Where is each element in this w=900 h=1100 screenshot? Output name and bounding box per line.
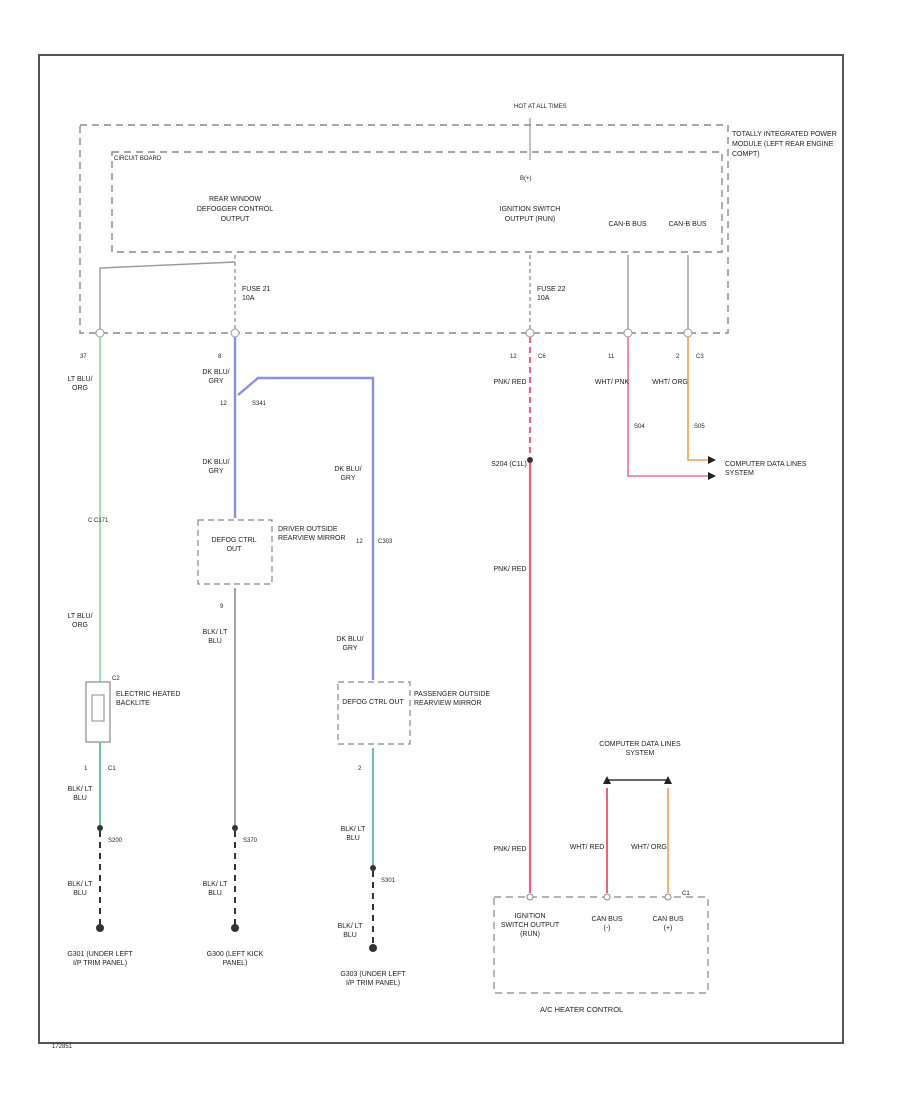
ground-g301-label: G301 (UNDER LEFT I/P TRIM PANEL) [67,951,132,967]
wire-label-lt-blu-org-1: LT BLU/ ORG [67,376,92,392]
splice-s204-label: S204 (C1L) [491,461,527,468]
pin-8: 8 [218,354,222,360]
ground-g303-icon [369,944,377,952]
passenger-mirror-label: PASSENGER OUTSIDE REARVIEW MIRROR [414,691,490,707]
ign-output-label: IGNITION SWITCH OUTPUT (RUN) [500,206,561,223]
wire-label-blk-lt-blu-5: BLK/ LT BLU [341,826,366,842]
wire-label-blk-lt-blu-1: BLK/ LT BLU [68,786,93,802]
splice-s301 [370,865,376,871]
wire-label-blk-lt-blu-3: BLK/ LT BLU [203,629,228,645]
arrow-icon [708,456,716,464]
connector-c171: C C171 [88,518,109,524]
wire-wht-org [687,337,708,461]
ground-g303-label: G303 (UNDER LEFT I/P TRIM PANEL) [340,971,405,987]
backlite-pin-top: C2 [112,676,120,682]
splice-s301-label: S301 [381,878,396,884]
splice-s04: S04 [634,424,645,430]
tipm-box [79,124,729,334]
diagram-frame [38,54,844,1044]
arrow-icon [664,776,672,784]
backlite-box [85,681,111,743]
wire-label-lt-blu-org-2: LT BLU/ ORG [67,613,92,629]
driver-mirror-box [197,519,273,585]
tipm-name: TOTALLY INTEGRATED POWER MODULE (LEFT RE… [732,131,837,158]
pin-2: 2 [676,354,680,360]
driver-pin: 9 [220,604,224,610]
footer-code: 172851 [52,1044,73,1050]
wire-label-blk-lt-blu-2: BLK/ LT BLU [68,881,93,897]
ground-g300-label: G300 (LEFT KICK PANEL) [207,951,264,967]
c303-pin: 12 [356,539,363,545]
splice-s370 [232,825,238,831]
fuse-21-label: FUSE 21 10A [242,286,270,302]
pin-12: 12 [510,354,517,360]
wire-label-wht-org: WHT/ ORG [652,379,688,386]
backlite-label: ELECTRIC HEATED BACKLITE [116,691,180,707]
wire-label-pnk-red-2: PNK/ RED [493,566,526,573]
splice-s200 [97,825,103,831]
ac-conn: C1 [682,891,690,897]
passenger-pin: 2 [358,766,362,772]
arrow-icon [603,776,611,784]
passenger-defog-label: DEFOG CTRL OUT [342,699,404,706]
fuse-22-label: FUSE 22 10A [537,286,565,302]
wire-label-dk-blu-gry-4: DK BLU/ GRY [336,636,363,652]
splice-s05: S05 [694,424,705,430]
conn-c6: C6 [538,354,546,360]
wire-label-blk-lt-blu-6: BLK/ LT BLU [338,923,363,939]
wire-label-dk-blu-gry-3: DK BLU/ GRY [334,466,361,482]
wire-label-dk-blu-gry-2: DK BLU/ GRY [202,459,229,475]
ac-heater-label: A/C HEATER CONTROL [540,1005,623,1014]
circuit-board-label: CIRCUIT BOARD [114,156,162,162]
ground-g300-icon [231,924,239,932]
ground-g301-icon [96,924,104,932]
s341-label: S341 [252,401,267,407]
can-bus-1-label: CAN-B BUS [608,221,646,228]
c303-label: C303 [378,539,393,545]
backlite-pin-1: 1 [84,766,88,772]
wire-dk-blu-gry-passenger [237,376,375,680]
s341-pin: 12 [220,401,227,407]
wire-label-pnk-red-3: PNK/ RED [493,846,526,853]
passenger-mirror-box [337,681,411,745]
hot-label: HOT AT ALL TIMES [514,104,567,110]
rear-defog-output-label: REAR WINDOW DEFOGGER CONTROL OUTPUT [197,196,273,223]
splice-s204 [527,457,533,463]
computer-data-lines-label-1: COMPUTER DATA LINES SYSTEM [725,461,806,477]
pin-37: 37 [80,354,87,360]
ac-ign-label: IGNITION SWITCH OUTPUT (RUN) [501,913,559,938]
backlite-pin-bot: C1 [108,766,116,772]
pin-11: 11 [608,354,615,360]
splice-s370-label: S370 [243,838,258,844]
conn-c3: C3 [696,354,704,360]
driver-mirror-label: DRIVER OUTSIDE REARVIEW MIRROR [278,526,346,542]
wire-label-wht-pnk: WHT/ PNK [595,379,629,386]
b-plus-label: B(+) [520,176,532,182]
ac-can-2-label: CAN BUS (+) [652,916,683,932]
ac-can-1-label: CAN BUS (-) [591,916,622,932]
circuit-board-box [111,151,723,253]
splice-s200-label: S200 [108,838,123,844]
wire-label-blk-lt-blu-4: BLK/ LT BLU [203,881,228,897]
arrow-icon [708,472,716,480]
computer-data-lines-label-2: COMPUTER DATA LINES SYSTEM [599,741,680,757]
driver-defog-label: DEFOG CTRL OUT [211,537,256,553]
can-bus-2-label: CAN-B BUS [668,221,706,228]
wire-label-dk-blu-gry-1: DK BLU/ GRY [202,369,229,385]
heater-element-icon [91,694,105,722]
wire-label-wht-org-2: WHT/ ORG [631,844,667,851]
wire-wht-pnk [627,337,708,477]
wire-label-wht-red: WHT/ RED [570,844,605,851]
wire-label-pnk-red-1: PNK/ RED [493,379,526,386]
